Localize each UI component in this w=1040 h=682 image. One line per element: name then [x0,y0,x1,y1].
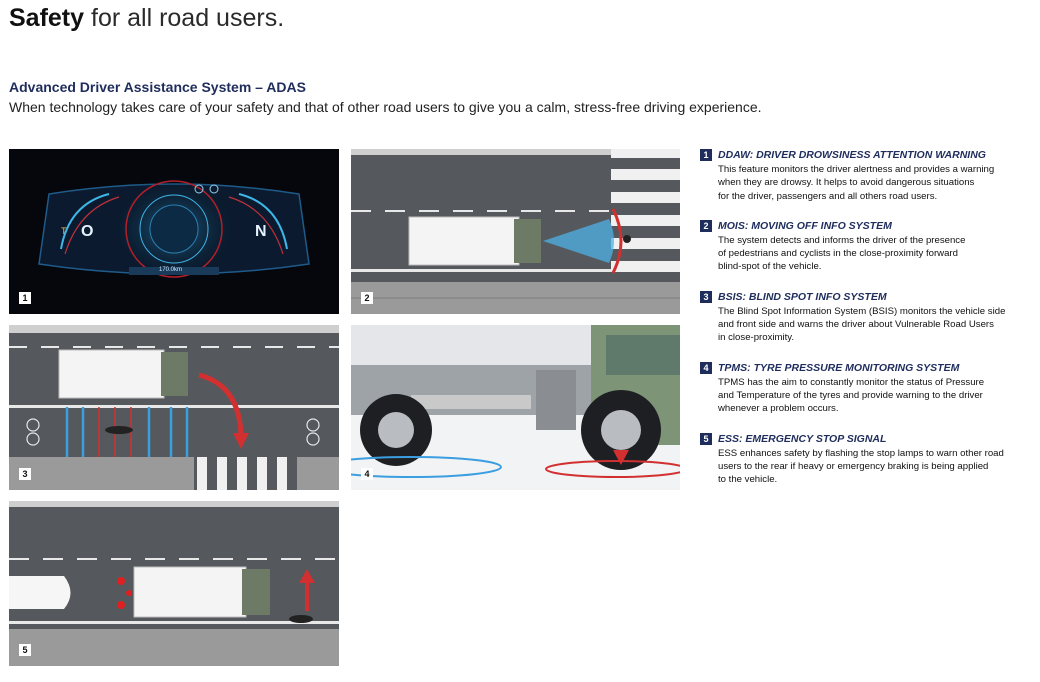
lead-paragraph: When technology takes care of your safet… [9,99,762,115]
panel-tpms-image: 4 [351,325,680,490]
feature-line: The system detects and informs the drive… [718,234,966,246]
panel-number: 2 [361,292,373,304]
feature-line: The Blind Spot Information System (BSIS)… [718,305,1006,317]
feature-number-badge: 1 [700,149,712,161]
feature-line: and Temperature of the tyres and provide… [718,389,983,401]
ess-illustration [9,501,339,666]
panel-ess-image: 5 [9,501,339,666]
panel-number: 3 [19,468,31,480]
feature-line: in close-proximity. [718,332,795,344]
feature-title: BSIS: BLIND SPOT INFO SYSTEM [718,290,887,303]
feature-ess: 5 ESS: EMERGENCY STOP SIGNAL ESS enhance… [700,432,1020,487]
title-bold: Safety [9,4,85,32]
feature-description: The Blind Spot Information System (BSIS)… [718,305,1020,345]
panel-number: 4 [361,468,373,480]
feature-line: when they are drowsy. It helps to avoid … [718,177,975,189]
panel-mois-image: 2 [351,149,680,314]
title-rest: for all road users. [91,4,285,32]
feature-description: TPMS has the aim to constantly monitor t… [718,376,1020,416]
section-subtitle: Advanced Driver Assistance System – ADAS [9,79,306,95]
feature-line: This feature monitors the driver alertne… [718,164,995,175]
panel-number: 5 [19,644,31,656]
feature-number-badge: 4 [700,361,712,374]
feature-description: The system detects and informs the drive… [718,234,1020,274]
feature-line: whenever a problem occurs. [718,403,839,415]
feature-title: MOIS: MOVING OFF INFO SYSTEM [718,219,892,232]
gauge-left-letter: O [81,223,94,240]
feature-line: of pedestrians and cyclists in the close… [718,248,958,260]
feature-title: DDAW: DRIVER DROWSINESS ATTENTION WARNIN… [718,149,986,161]
feature-line: blind-spot of the vehicle. [718,261,822,273]
odometer-readout: 170.0km [159,267,183,273]
side-letter: T [61,226,67,236]
page-title: Safety for all road users. [9,4,284,33]
feature-tpms: 4 TPMS: TYRE PRESSURE MONITORING SYSTEM … [700,361,1020,416]
feature-description: This feature monitors the driver alertne… [718,163,1020,203]
gauge-right-letter: N [255,223,267,240]
feature-title: TPMS: TYRE PRESSURE MONITORING SYSTEM [718,361,960,374]
panel-number: 1 [19,292,31,304]
feature-list: 1 DDAW: DRIVER DROWSINESS ATTENTION WARN… [700,149,1020,503]
feature-ddaw: 1 DDAW: DRIVER DROWSINESS ATTENTION WARN… [700,149,1020,203]
feature-number-badge: 3 [700,290,712,303]
feature-number-badge: 5 [700,432,712,445]
feature-number-badge: 2 [700,219,712,232]
bsis-illustration [9,325,339,490]
dashboard-illustration [38,174,310,284]
feature-line: TPMS has the aim to constantly monitor t… [718,376,985,388]
feature-bsis: 3 BSIS: BLIND SPOT INFO SYSTEM The Blind… [700,290,1020,345]
feature-line: users to the rear if heavy or emergency … [718,460,989,472]
feature-line: for the driver, passengers and all other… [718,190,938,202]
panel-dashboard-image: O N T 170.0km 1 [9,149,339,314]
tpms-illustration [351,325,680,478]
feature-line: ESS enhances safety by flashing the stop… [718,447,1004,459]
feature-description: ESS enhances safety by flashing the stop… [718,447,1020,487]
panel-bsis-image: 3 [9,325,339,490]
feature-title: ESS: EMERGENCY STOP SIGNAL [718,432,887,445]
feature-line: and front side and warns the driver abou… [718,319,994,331]
feature-line: to the vehicle. [718,474,778,486]
mois-illustration [351,149,680,314]
feature-mois: 2 MOIS: MOVING OFF INFO SYSTEM The syste… [700,219,1020,274]
